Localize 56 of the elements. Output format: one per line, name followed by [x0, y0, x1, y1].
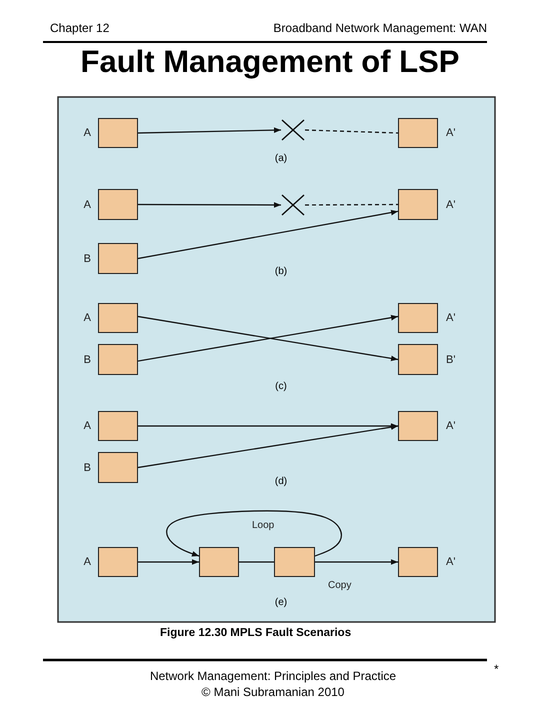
footer-text: Network Management: Principles and Practice	[150, 669, 396, 684]
router-box	[98, 118, 138, 148]
arrow	[138, 423, 398, 429]
slide-title: Fault Management of LSP	[80, 44, 460, 80]
node-label: A	[84, 312, 91, 324]
arrow	[138, 202, 281, 208]
edge-label: Copy	[326, 580, 354, 592]
router-box	[398, 303, 438, 333]
panel-label: (b)	[274, 265, 288, 278]
router-box	[98, 303, 138, 333]
router-box	[98, 189, 138, 220]
panel-label: (e)	[274, 596, 288, 609]
arrow	[166, 510, 342, 557]
router-box	[398, 118, 438, 148]
node-label: A	[84, 420, 91, 432]
edge-label: Loop	[250, 520, 276, 532]
router-box	[398, 411, 438, 441]
panel-label: (a)	[274, 152, 288, 165]
router-box	[98, 452, 138, 483]
router-box	[274, 547, 315, 577]
node-label: A	[84, 127, 91, 139]
failure-cross	[281, 194, 305, 216]
panel-label: (c)	[275, 380, 287, 393]
node-label: A'	[446, 198, 456, 210]
figure-caption: Figure 12.30 MPLS Fault Scenarios	[160, 627, 352, 639]
arrow	[138, 210, 398, 260]
node-label: B'	[446, 354, 456, 366]
node-label: B	[84, 354, 91, 366]
arrow	[138, 424, 398, 468]
node-label: A	[84, 198, 91, 210]
panel-label: (d)	[274, 475, 288, 488]
dashed-line	[305, 204, 398, 206]
router-box	[398, 547, 438, 577]
router-box	[98, 344, 138, 375]
router-box	[199, 547, 239, 577]
node-label: B	[84, 462, 91, 474]
node-label: A'	[446, 556, 456, 568]
footer-text: © Mani Subramanian 2010	[202, 685, 344, 700]
router-box	[98, 243, 138, 274]
dashed-line	[304, 129, 398, 134]
node-label: A'	[446, 127, 456, 139]
router-box	[398, 189, 438, 220]
node-label: B	[84, 252, 91, 264]
header-text: Broadband Network Management: WAN	[273, 21, 487, 36]
arrow	[138, 127, 282, 134]
router-box	[98, 411, 138, 441]
node-label: A	[84, 556, 91, 568]
arrow	[138, 559, 199, 565]
failure-cross	[281, 119, 305, 141]
footnote-mark: *	[494, 662, 499, 677]
header-text: Chapter 12	[50, 21, 110, 36]
node-label: A'	[446, 420, 456, 432]
node-label: A'	[446, 312, 456, 324]
arrow	[315, 559, 398, 565]
router-box	[98, 547, 138, 577]
router-box	[398, 344, 438, 375]
